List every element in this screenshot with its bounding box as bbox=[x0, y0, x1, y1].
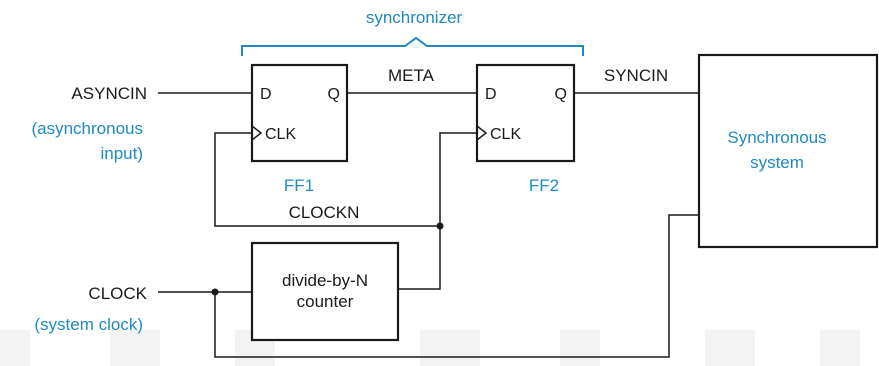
syncin-label: SYNCIN bbox=[604, 66, 668, 85]
clockn-wire-ff1 bbox=[214, 132, 440, 227]
ff2-flip-flop: D Q CLK FF2 bbox=[475, 63, 576, 195]
counter-label-line2: counter bbox=[297, 292, 354, 311]
clock-note: (system clock) bbox=[34, 315, 143, 334]
clockn-label: CLOCKN bbox=[289, 203, 360, 222]
junction-dot-clockn bbox=[436, 222, 444, 230]
ff2-name: FF2 bbox=[529, 176, 559, 195]
ff2-q-pin: Q bbox=[555, 86, 567, 103]
counter-box bbox=[250, 241, 400, 342]
wires bbox=[158, 92, 699, 358]
divide-by-n-counter: divide-by-N counter bbox=[250, 241, 400, 342]
clock-to-system-wire bbox=[214, 214, 699, 358]
sync-system-line2: system bbox=[750, 153, 804, 172]
ff1-clk-pin: CLK bbox=[265, 126, 296, 143]
ff2-box bbox=[475, 63, 576, 163]
ff1-d-pin: D bbox=[260, 86, 272, 103]
junction-dot-clock bbox=[211, 288, 219, 296]
ff1-name: FF1 bbox=[284, 176, 314, 195]
ff2-clk-pin: CLK bbox=[490, 126, 521, 143]
sync-system-box bbox=[697, 53, 879, 249]
ff2-clock-triangle bbox=[476, 125, 488, 141]
counter-label-line1: divide-by-N bbox=[282, 271, 368, 290]
synchronizer-label: synchronizer bbox=[366, 8, 463, 27]
ff1-clock-triangle bbox=[251, 125, 263, 141]
meta-label: META bbox=[388, 66, 435, 85]
synchronizer-brace bbox=[241, 36, 584, 56]
ff1-flip-flop: D Q CLK FF1 bbox=[250, 63, 349, 195]
synchronous-system: Synchronous system bbox=[697, 53, 879, 249]
ff1-box bbox=[250, 63, 349, 163]
asyncin-note-line1: (asynchronous bbox=[31, 119, 143, 138]
clockn-wire-ff2 bbox=[398, 132, 477, 290]
background-watermark bbox=[0, 330, 860, 366]
clock-label: CLOCK bbox=[88, 284, 147, 303]
ff2-d-pin: D bbox=[485, 86, 497, 103]
sync-system-line1: Synchronous bbox=[727, 128, 826, 147]
asyncin-label: ASYNCIN bbox=[71, 84, 147, 103]
ff1-q-pin: Q bbox=[328, 86, 340, 103]
asyncin-note-line2: input) bbox=[100, 144, 143, 163]
